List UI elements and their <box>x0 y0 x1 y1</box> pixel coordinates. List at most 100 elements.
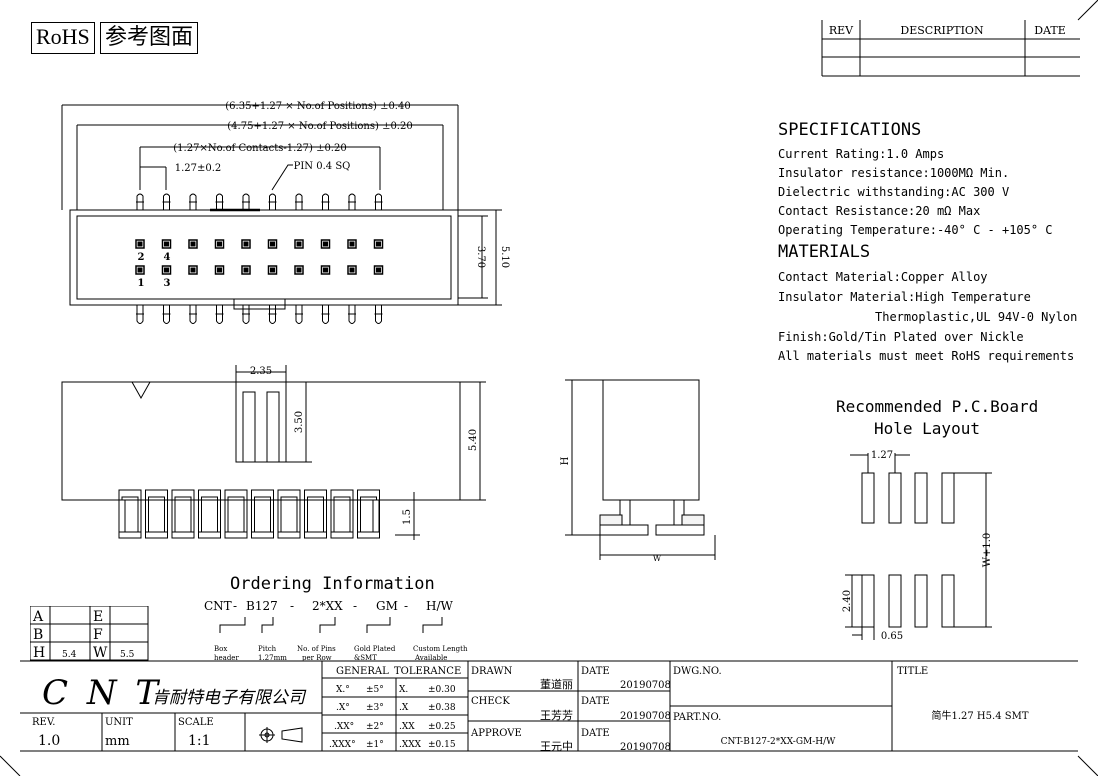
contact-pad <box>214 239 225 249</box>
contact-pad <box>373 239 384 249</box>
dwg-no-label: DWG.NO. <box>673 666 722 677</box>
title-block: C N T 肯耐特电子有限公司 REV. 1.0 UNIT mm SCALE 1… <box>20 660 1078 753</box>
contact-pad <box>267 265 278 275</box>
label-pitch: 1.27mm <box>258 654 287 662</box>
outer-height-dim: 5.10 <box>499 246 510 268</box>
bottom-lead <box>136 305 144 324</box>
approve-name: 王元中 <box>540 740 573 753</box>
side-height-dim: H <box>560 456 571 465</box>
front-view-drawing: 2.35 3.50 5.40 1.5 <box>61 365 486 540</box>
inner-height-dim: 3.70 <box>475 246 486 268</box>
approve-label: APPROVE <box>470 728 522 739</box>
material-line: Contact Material:Copper Alloy <box>778 270 988 284</box>
code-part-cnt: CNT <box>204 599 232 613</box>
svg-text:±0.38: ±0.38 <box>428 703 456 713</box>
code-sep: - <box>290 599 294 613</box>
contact-pad <box>161 265 172 275</box>
svg-text:±0.30: ±0.30 <box>428 685 456 695</box>
contact-pad <box>161 239 172 249</box>
code-sep: - <box>404 599 408 613</box>
contact-pad <box>294 239 304 249</box>
label-length: Custom Length <box>413 645 468 653</box>
contact-pad <box>241 265 251 275</box>
code-part-gm: GM <box>376 599 398 613</box>
svg-text:±0.25: ±0.25 <box>428 722 456 732</box>
pcb-hole-dim: 0.65 <box>881 631 903 642</box>
top-lead <box>375 193 382 210</box>
contact-pad <box>135 265 145 275</box>
pcb-layout-title-1: Recommended P.C.Board <box>836 397 1039 416</box>
key-height-dim: 3.50 <box>294 411 305 433</box>
contact-pad <box>135 239 145 249</box>
code-sep: - <box>233 599 237 613</box>
svg-text:.XX°: .XX° <box>334 722 354 732</box>
svg-text:5.5: 5.5 <box>120 650 135 660</box>
svg-text:±3°: ±3° <box>366 703 384 713</box>
rev-label: REV. <box>32 717 55 728</box>
top-lead <box>322 193 329 210</box>
description-header: DESCRIPTION <box>900 24 984 37</box>
pitch-dim: 1.27±0.2 <box>175 163 222 174</box>
contact-pad <box>267 239 278 249</box>
label-gold: Gold Plated <box>354 645 396 653</box>
top-lead <box>189 193 197 210</box>
svg-text:H: H <box>33 645 45 661</box>
contact-pad <box>320 239 331 249</box>
date-label: DATE <box>581 728 610 739</box>
label-length: Available <box>414 654 447 662</box>
check-label: CHECK <box>471 696 510 707</box>
contact-pad <box>241 239 251 249</box>
date-label: DATE <box>581 666 610 677</box>
rev-header: REV <box>829 24 854 37</box>
code-part-hw: H/W <box>426 599 454 613</box>
code-part-pins: 2*XX <box>312 599 343 613</box>
size-table: A E B F H W 5.4 5.5 <box>30 606 149 661</box>
side-width-dim: W <box>653 554 662 563</box>
svg-text:±0.15: ±0.15 <box>428 740 456 750</box>
pin-size-dim: PIN 0.4 SQ <box>294 161 351 172</box>
spec-line: Current Rating:1.0 Amps <box>778 147 945 161</box>
key-width-dim: 2.35 <box>250 366 272 377</box>
bottom-lead <box>242 305 250 324</box>
top-lead <box>269 193 276 210</box>
svg-text:E: E <box>93 609 103 625</box>
title-label: TITLE <box>897 666 928 677</box>
company-name: 肯耐特电子有限公司 <box>152 688 307 708</box>
pin-number-2: 2 <box>138 252 145 263</box>
contact-pad <box>188 239 198 249</box>
part-no-value: CNT-B127-2*XX-GM-H/W <box>721 737 837 747</box>
material-line: Insulator Material:High Temperature <box>778 290 1031 304</box>
material-line: All materials must meet RoHS requirement… <box>778 349 1075 363</box>
bottom-lead <box>348 305 356 324</box>
bottom-lead <box>295 305 303 324</box>
svg-text:5.4: 5.4 <box>62 650 77 660</box>
svg-text:A: A <box>32 609 44 625</box>
top-lead <box>216 193 223 210</box>
ordering-code-diagram: CNT - B127 - 2*XX - GM - H/W Box header … <box>204 599 468 662</box>
material-line: Thermoplastic,UL 94V-0 Nylon <box>875 310 1078 324</box>
contact-pad <box>320 265 331 275</box>
svg-text:±5°: ±5° <box>366 685 384 695</box>
reference-drawing-label: 参考图面 <box>100 22 199 54</box>
company-logo: C N T <box>42 673 162 713</box>
pcb-row-gap-dim: 2.40 <box>842 590 853 612</box>
code-sep: - <box>353 599 357 613</box>
ordering-title: Ordering Information <box>230 574 435 594</box>
label-pins: per Row <box>302 654 332 662</box>
svg-text:B: B <box>33 627 43 643</box>
svg-text:F: F <box>93 627 103 643</box>
svg-text:X.: X. <box>399 685 408 695</box>
top-lead <box>136 193 144 210</box>
spec-line: Operating Temperature:-40° C - +105° C <box>778 223 1053 237</box>
top-lead <box>163 193 170 210</box>
svg-text:.XX: .XX <box>399 722 415 732</box>
pin-height-dim: 1.5 <box>402 509 413 525</box>
date-header: DATE <box>1034 24 1066 37</box>
contact-pad <box>347 265 357 275</box>
check-name: 王芳芳 <box>540 708 573 722</box>
tolerance-header: TOLERANCE <box>394 666 461 677</box>
svg-text:.XXX: .XXX <box>399 740 422 750</box>
unit-label: UNIT <box>105 717 133 728</box>
scale-label: SCALE <box>178 717 214 728</box>
pin-number-1: 1 <box>138 278 145 289</box>
